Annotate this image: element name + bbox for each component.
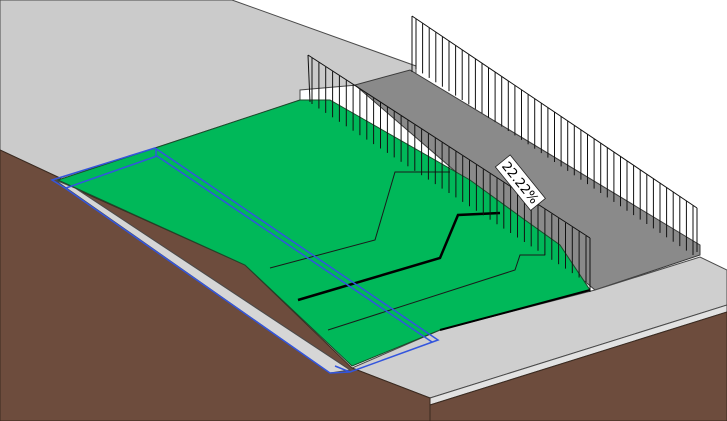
graded-topsurface[interactable] (56, 99, 591, 367)
earth-section-right (429, 311, 727, 421)
railing-front (307, 54, 591, 292)
contour-line-3 (327, 254, 545, 331)
slope-tag-box (494, 154, 546, 211)
railing-back (411, 15, 698, 255)
contour-line-major (297, 211, 501, 302)
contour-line-1 (269, 171, 450, 269)
contour-line-bottom (439, 289, 591, 331)
selection-outline[interactable] (50, 147, 440, 374)
